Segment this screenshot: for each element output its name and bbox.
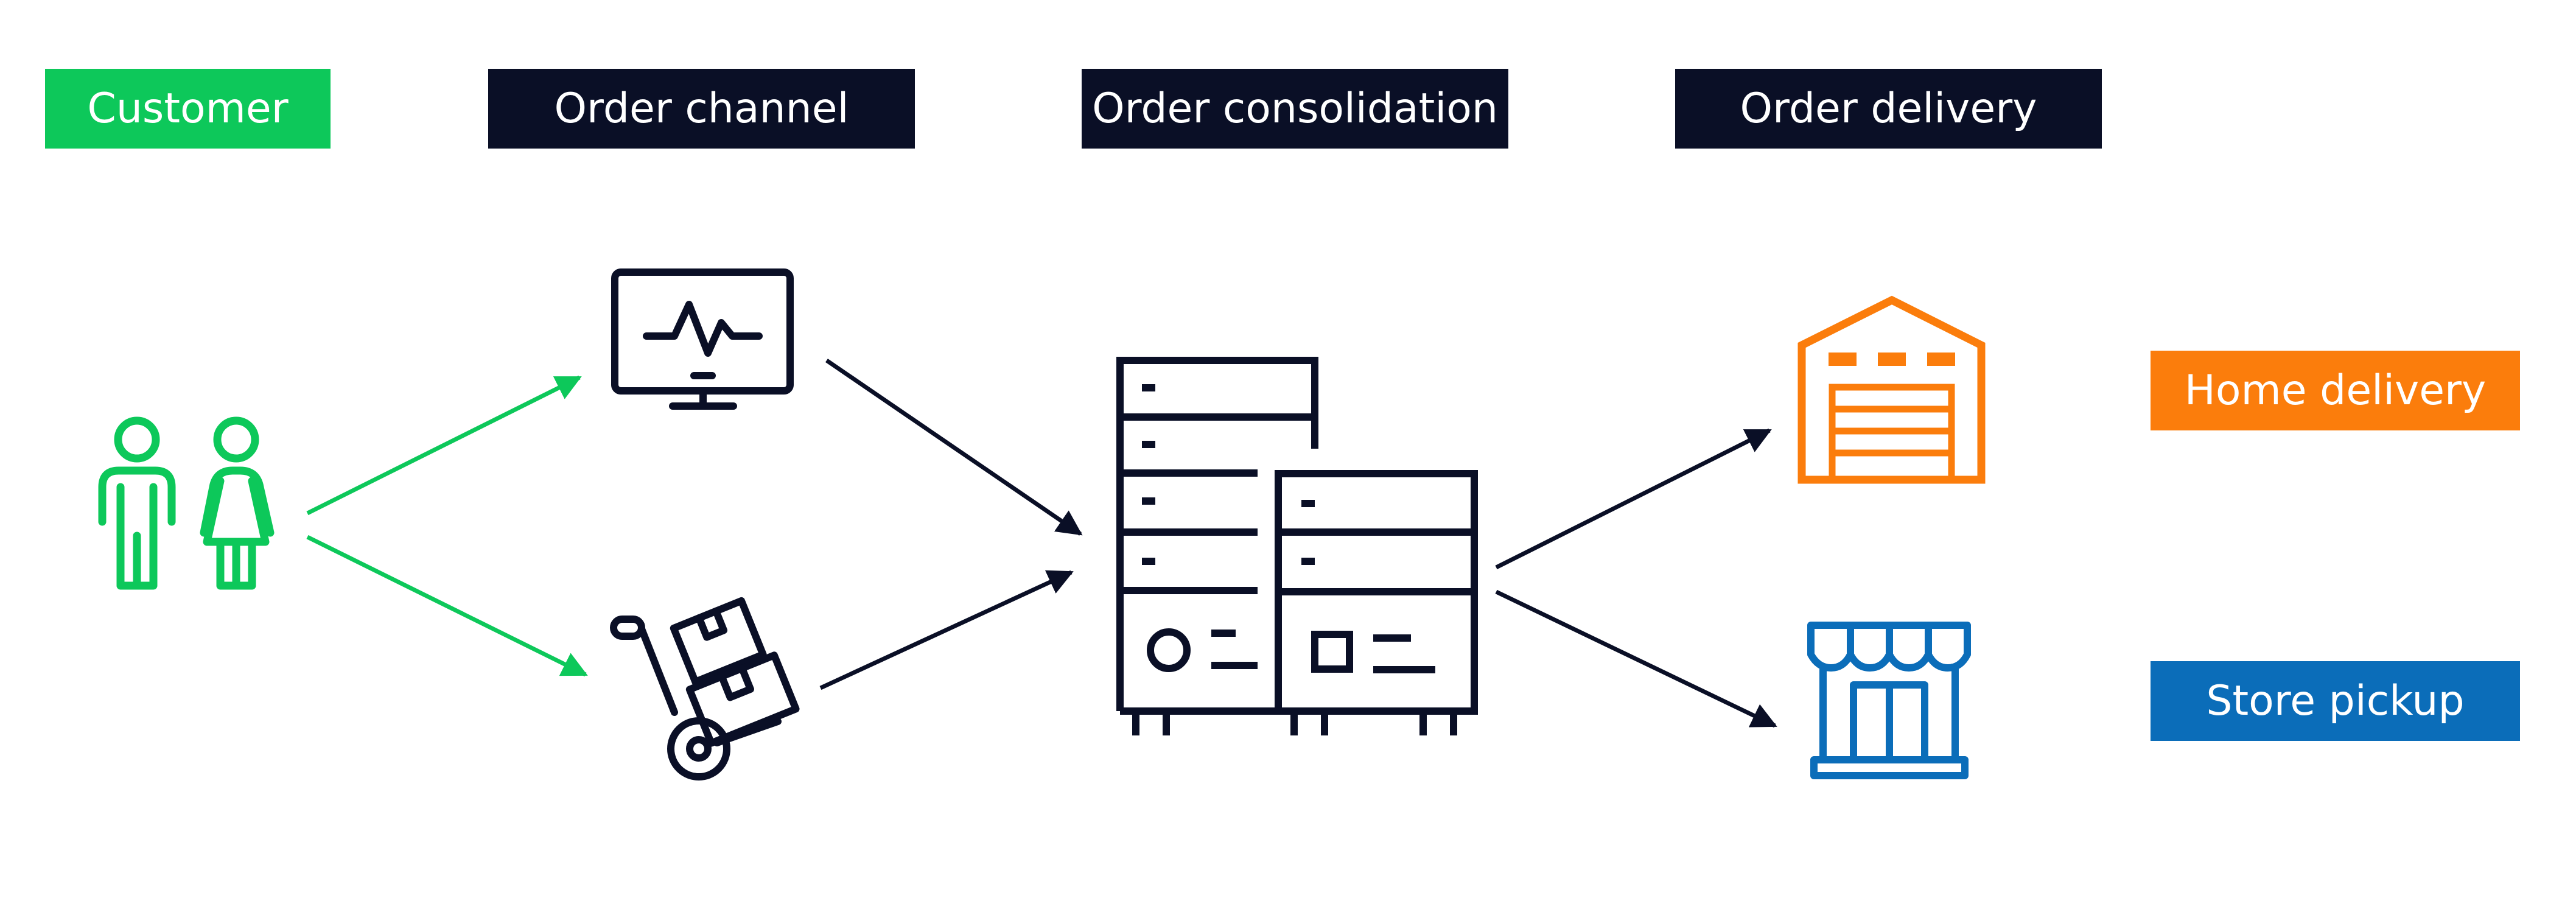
hand-truck-boxes-icon [610, 597, 800, 780]
arrow-online-to-consolidation [825, 359, 1083, 536]
computer-monitor-icon [611, 268, 794, 410]
server-racks-icon [1116, 357, 1478, 735]
home-delivery-label: Home delivery [2151, 351, 2520, 430]
arrow-consolidation-to-home [1495, 428, 1772, 570]
warehouse-icon [1797, 295, 1986, 484]
arrow-consolidation-to-store [1495, 589, 1777, 728]
arrow-customer-to-online [306, 375, 582, 516]
customer-label: Customer [45, 69, 331, 149]
storefront-icon [1807, 622, 1971, 779]
order-consolidation-label: Order consolidation [1082, 69, 1508, 149]
arrow-store-to-consolidation [819, 570, 1074, 690]
people-icon [98, 416, 275, 590]
order-channel-label: Order channel [488, 69, 915, 149]
order-delivery-label: Order delivery [1675, 69, 2102, 149]
arrow-customer-to-store [306, 535, 588, 677]
store-pickup-label: Store pickup [2151, 661, 2520, 741]
